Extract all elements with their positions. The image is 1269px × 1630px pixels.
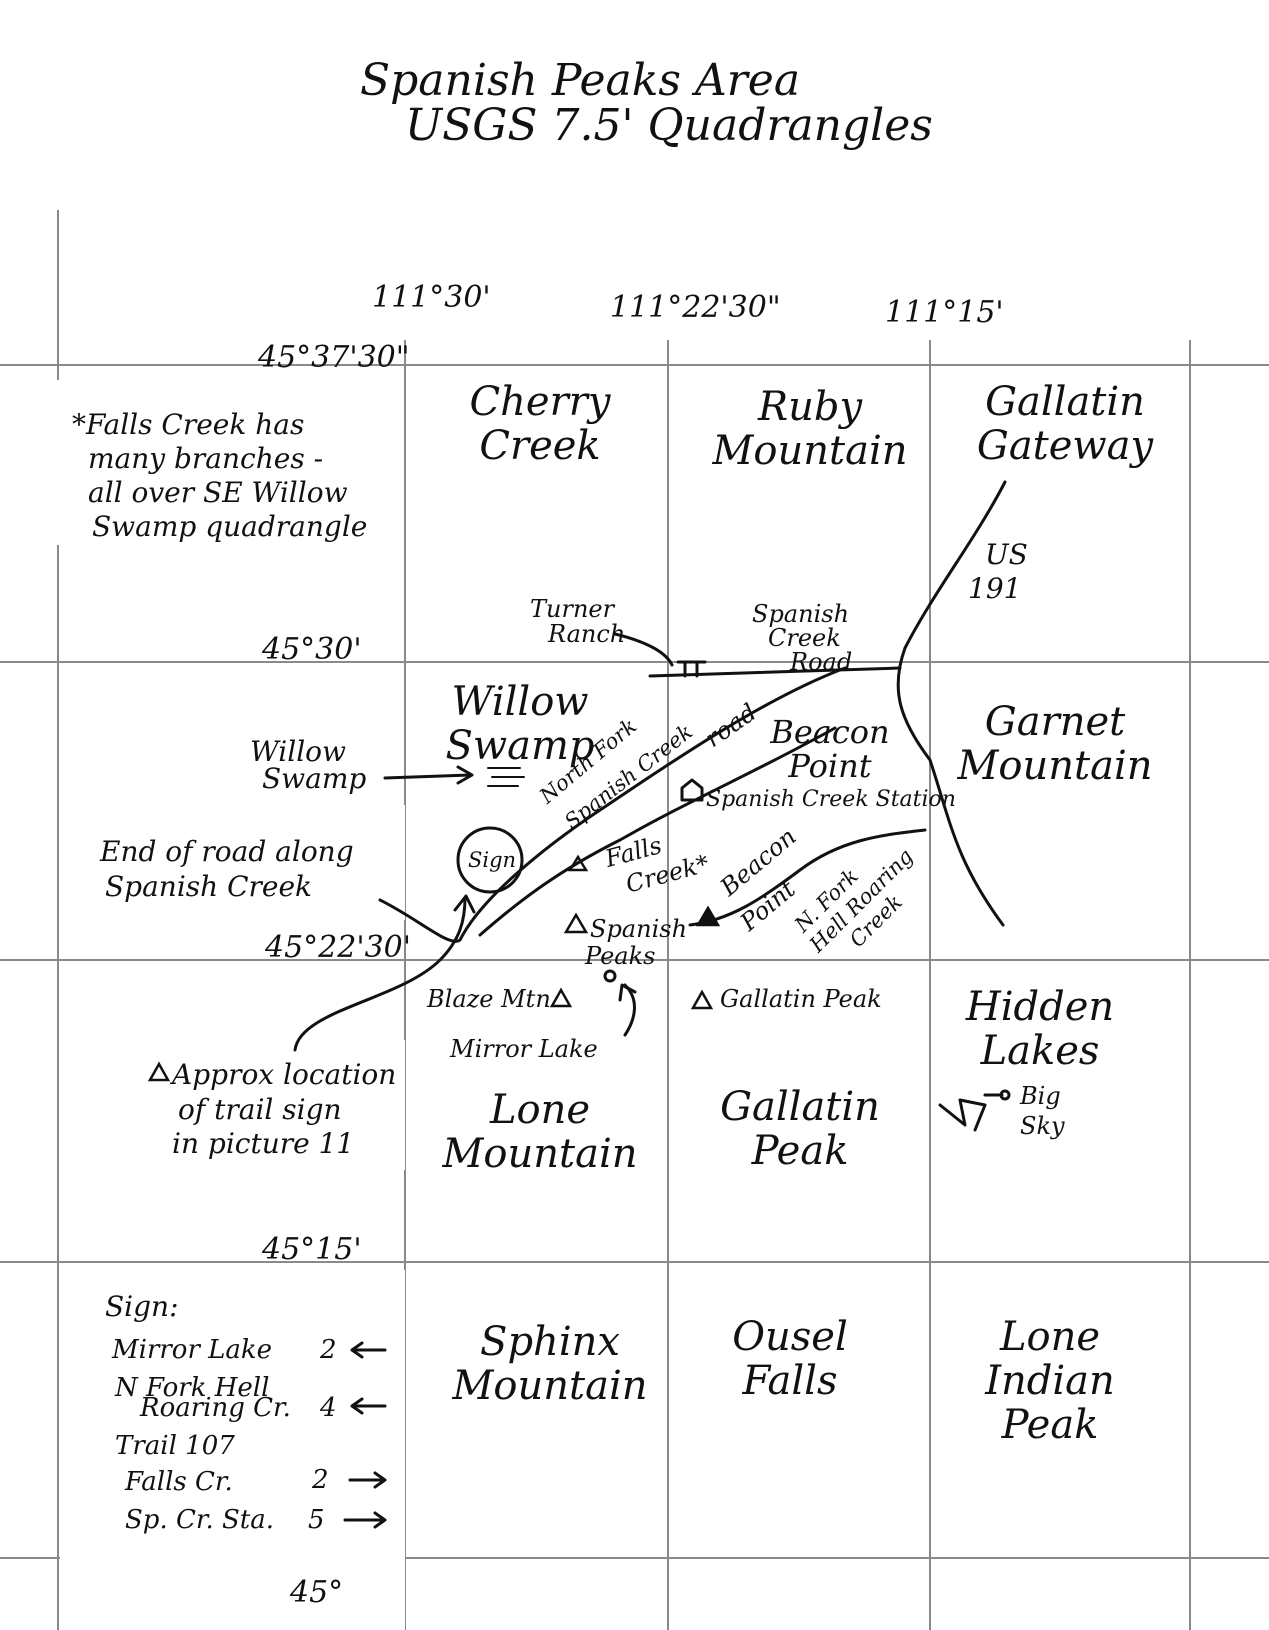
end-of-road-note: End of road along bbox=[100, 835, 354, 868]
falls-creek-note: all over SE Willow bbox=[88, 476, 348, 509]
us-191-label: 191 bbox=[968, 572, 1022, 605]
latitude-label: 45°22'30' bbox=[265, 930, 412, 965]
quad-lone-indian-peak: Lone Indian Peak bbox=[985, 1314, 1115, 1448]
quad-beacon-point: Beacon Point bbox=[770, 713, 890, 785]
blaze-mtn-triangle bbox=[549, 987, 573, 1008]
big-sky-road bbox=[938, 1093, 1004, 1132]
sign-arrow-hell bbox=[350, 1397, 387, 1415]
falls-creek-note: Swamp quadrangle bbox=[92, 510, 368, 543]
gallatin-peak-triangle bbox=[690, 989, 714, 1010]
spanish-creek-road-label: Spanish bbox=[752, 600, 850, 628]
willow-swamp-label: Swamp bbox=[262, 762, 367, 795]
spanish-peaks-label: Peaks bbox=[585, 942, 656, 970]
us-191-highway bbox=[896, 480, 1007, 927]
turner-ranch-label: Turner bbox=[530, 595, 615, 623]
north-fork-road bbox=[378, 666, 847, 943]
quad-sphinx-mountain: Sphinx Mountain bbox=[452, 1319, 648, 1409]
longitude-label: 111°22'30" bbox=[610, 290, 781, 325]
sign-row-dest: Mirror Lake bbox=[112, 1335, 273, 1365]
longitude-label: 111°30' bbox=[372, 280, 491, 315]
sign-arrow-falls bbox=[348, 1471, 387, 1489]
us-191-label: US bbox=[985, 538, 1028, 571]
sign-row-dest: Falls Cr. bbox=[125, 1467, 233, 1497]
sign-row-dist: 2 bbox=[320, 1335, 337, 1365]
sign-arrow-station bbox=[343, 1511, 387, 1529]
swamp-symbol bbox=[487, 767, 525, 787]
beacon-point-triangle bbox=[695, 905, 721, 927]
sign-row-dest: N Fork Hell bbox=[115, 1373, 270, 1403]
notes-box bbox=[0, 380, 400, 545]
quadrangle-grid bbox=[0, 210, 1269, 1630]
mirror-lake-arrowhead bbox=[618, 983, 637, 1002]
blaze-mtn-label: Blaze Mtn bbox=[427, 985, 551, 1013]
quad-lone-mountain: Lone Mountain bbox=[442, 1087, 638, 1177]
spanish-peaks-triangle bbox=[563, 912, 589, 934]
sign-row-dist: 2 bbox=[312, 1465, 329, 1495]
quad-gallatin-peak: Gallatin Peak bbox=[720, 1084, 880, 1174]
approx-location-box bbox=[60, 1040, 405, 1170]
big-sky-dot bbox=[999, 1089, 1011, 1101]
approx-triangle bbox=[147, 1061, 171, 1082]
sign-arrow-mirror bbox=[350, 1341, 387, 1359]
longitude-label: 111°15' bbox=[885, 295, 1004, 330]
garnet-box bbox=[935, 670, 1165, 740]
hell-roaring-creek bbox=[688, 828, 927, 927]
falls-creek-note: *Falls Creek has bbox=[72, 408, 305, 441]
spanish-creek bbox=[478, 726, 837, 937]
approx-location-note: of trail sign bbox=[178, 1093, 342, 1126]
approx-location-arrow bbox=[293, 896, 467, 1052]
big-sky-label: Sky bbox=[1020, 1112, 1065, 1140]
quad-garnet-mountain: Garnet Mountain bbox=[957, 699, 1153, 789]
falls-creek-triangle bbox=[567, 854, 589, 872]
sign-row-dest: Trail 107 bbox=[115, 1431, 235, 1461]
quad-ousel-falls: Ousel Falls bbox=[732, 1314, 848, 1404]
approx-location-note: Approx location bbox=[172, 1058, 397, 1091]
latitude-label: 45°37'30" bbox=[258, 340, 410, 375]
sign-row-dest: Roaring Cr. bbox=[140, 1393, 291, 1423]
quad-ruby-mountain: Ruby Mountain bbox=[712, 384, 908, 474]
title-line-2: USGS 7.5' Quadrangles bbox=[405, 100, 933, 151]
sign-circle-label: Sign bbox=[468, 848, 517, 872]
quad-willow-swamp: Willow Swamp bbox=[445, 679, 595, 769]
turner-ranch-arrow bbox=[613, 632, 674, 667]
latitude-label: 45° bbox=[290, 1575, 344, 1610]
mirror-lake-dot bbox=[603, 969, 617, 983]
big-sky-label: Big bbox=[1020, 1082, 1061, 1110]
end-of-road-box bbox=[60, 805, 405, 920]
gallatin-peak-summit-label: Gallatin Peak bbox=[720, 985, 882, 1013]
spanish-peaks-label: Spanish bbox=[590, 915, 688, 943]
willow-swamp-label: Willow bbox=[250, 735, 346, 768]
turner-ranch-label: Ranch bbox=[548, 620, 626, 648]
spanish-creek-road bbox=[648, 666, 902, 678]
mirror-lake-label: Mirror Lake bbox=[450, 1035, 598, 1063]
quad-cherry-creek: Cherry Creek bbox=[469, 379, 611, 469]
willow-swamp-arrowhead bbox=[456, 765, 474, 785]
latitude-label: 45°15' bbox=[262, 1232, 362, 1267]
title-line-1: Spanish Peaks Area bbox=[360, 55, 801, 106]
quad-gallatin-gateway: Gallatin Gateway bbox=[976, 379, 1154, 469]
sign-circle bbox=[456, 826, 524, 894]
sign-row-dist: 4 bbox=[320, 1393, 337, 1423]
sign-box bbox=[60, 1270, 405, 1630]
sign-row-dest: Sp. Cr. Sta. bbox=[125, 1505, 275, 1535]
station-house-icon bbox=[680, 778, 704, 802]
spanish-creek-road-label: Creek bbox=[768, 624, 841, 652]
willow-swamp-arrow bbox=[383, 773, 472, 780]
approx-location-arrowhead bbox=[453, 894, 476, 914]
spanish-creek-road-label: Road bbox=[790, 648, 853, 676]
turner-ranch-symbol bbox=[676, 660, 707, 678]
end-of-road-note: Spanish Creek bbox=[105, 870, 313, 903]
falls-creek-note: many branches - bbox=[88, 442, 324, 475]
sign-heading: Sign: bbox=[105, 1290, 179, 1323]
sign-row-dist: 5 bbox=[308, 1505, 325, 1535]
latitude-label: 45°30' bbox=[262, 632, 362, 667]
quad-hidden-lakes: Hidden Lakes bbox=[965, 984, 1115, 1074]
spanish-creek-station-label: Spanish Creek Station bbox=[706, 787, 956, 812]
approx-location-note: in picture 11 bbox=[172, 1127, 355, 1160]
